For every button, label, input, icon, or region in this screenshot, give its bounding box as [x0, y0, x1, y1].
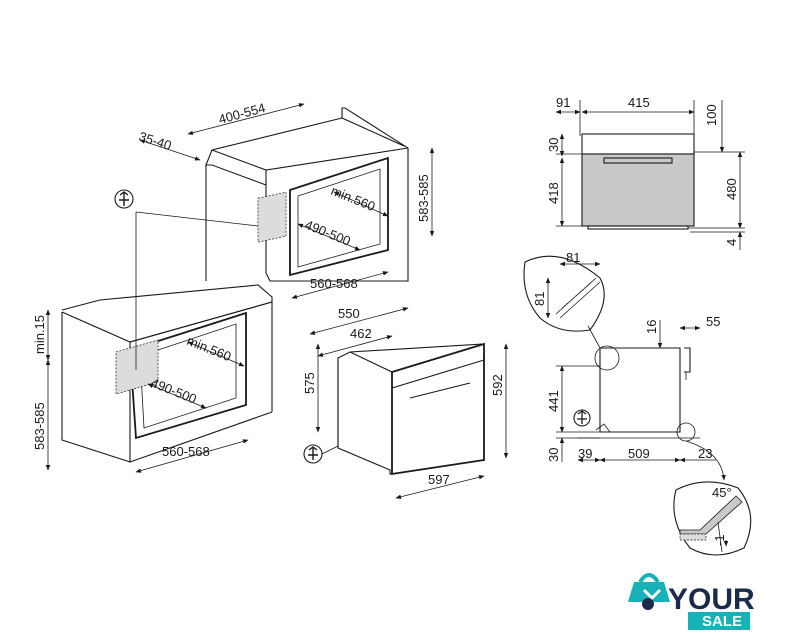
dim-col-width: 560-568 — [310, 276, 358, 291]
dim-oven-inner-depth: 462 — [350, 326, 372, 341]
dim-base-height-range: 490-500 — [149, 375, 199, 407]
dim-side-16: 16 — [644, 320, 659, 334]
dim-base-min: min.15 — [32, 315, 47, 354]
dim-side-30: 30 — [546, 448, 561, 462]
dim-side-509: 509 — [628, 446, 650, 461]
dim-oven-right-height: 592 — [490, 374, 505, 396]
dim-tv-415: 415 — [628, 95, 650, 110]
shopping-bag-icon — [628, 573, 670, 610]
oven-plug-icon — [303, 444, 339, 464]
dim-tv-30: 30 — [546, 138, 561, 152]
logo-line2: SALE — [702, 613, 742, 630]
dim-col-height: 583-585 — [416, 174, 431, 222]
logo-line1: YOUR — [668, 583, 755, 616]
dim-detail-81-v: 81 — [532, 292, 547, 306]
dim-tv-100: 100 — [704, 104, 719, 126]
yoursale-logo: YOUR SALE — [628, 573, 755, 630]
dim-side-55: 55 — [706, 314, 720, 329]
angle-detail — [673, 481, 752, 556]
dim-base-height: 583-585 — [32, 402, 47, 450]
oven-perspective — [303, 342, 485, 476]
dim-top-depth: 400-554 — [217, 100, 267, 127]
perspective-dimensions — [45, 103, 509, 499]
dim-oven-left-height: 575 — [302, 372, 317, 394]
dim-gap: -1 — [712, 534, 727, 546]
base-cabinet — [61, 284, 273, 463]
dim-base-min-depth: min.560 — [185, 333, 234, 364]
dim-tv-418: 418 — [546, 182, 561, 204]
power-plug-icon — [114, 189, 259, 370]
column-cabinet — [205, 107, 409, 282]
side-plug-icon — [573, 409, 591, 427]
dim-angle: 45° — [712, 485, 732, 500]
dim-detail-81-h: 81 — [566, 250, 580, 265]
dim-tv-4: 4 — [724, 239, 739, 246]
dim-side-441: 441 — [546, 390, 561, 412]
dim-col-height-range: 490-500 — [303, 217, 353, 249]
dim-oven-width: 597 — [428, 472, 450, 487]
dim-tv-91: 91 — [556, 95, 570, 110]
side-elevation — [556, 320, 726, 481]
front-elevation — [555, 100, 745, 250]
dim-oven-depth: 550 — [338, 306, 360, 321]
dim-tv-480: 480 — [724, 178, 739, 200]
dim-side-39: 39 — [578, 446, 592, 461]
dimension-labels: 400-554 35-40 583-585 min.560 490-500 56… — [32, 95, 739, 546]
dim-top-offset: 35-40 — [137, 129, 173, 154]
dim-col-min-depth: min.560 — [329, 183, 378, 214]
dim-base-width: 560-568 — [162, 444, 210, 459]
dim-side-23: 23 — [698, 446, 712, 461]
